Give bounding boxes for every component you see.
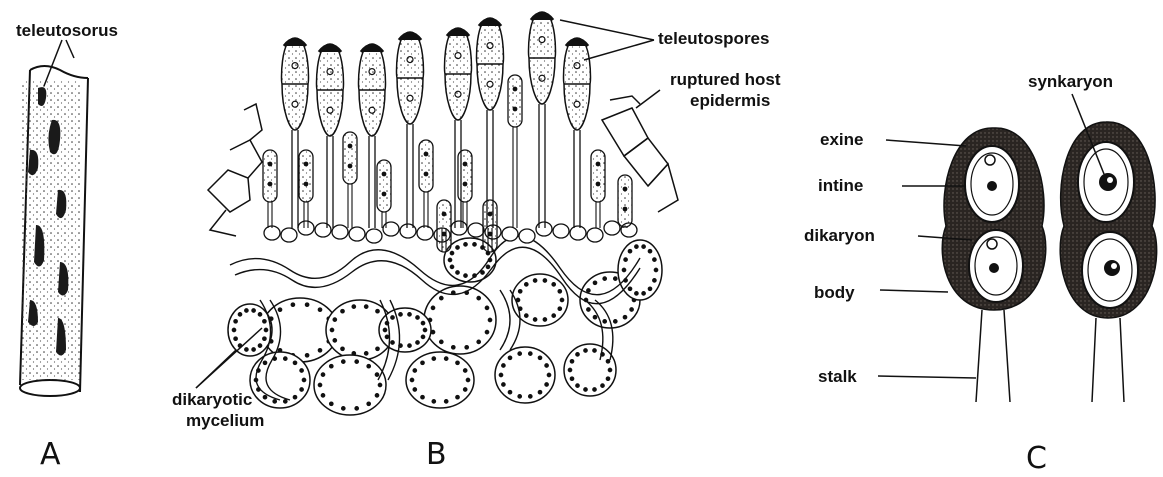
teleutospore-detail-right	[1060, 122, 1156, 402]
teleutospore	[317, 44, 344, 228]
host-cell	[406, 352, 474, 408]
basal-cell	[383, 222, 399, 236]
host-cell	[314, 355, 386, 415]
basal-cell	[366, 229, 382, 243]
young-teleutospore	[458, 150, 472, 228]
basal-cell	[264, 226, 280, 240]
label-dikaryon: dikaryon	[804, 226, 875, 245]
host-cell	[618, 240, 662, 300]
basal-cell	[570, 226, 586, 240]
label-synkaryon: synkaryon	[1028, 72, 1113, 91]
teleutospore-detail-left	[942, 128, 1046, 402]
basal-cell	[502, 227, 518, 241]
teleutospores-cluster	[263, 12, 632, 252]
young-teleutospore	[299, 150, 313, 228]
basal-cell	[519, 229, 535, 243]
label-epidermis: epidermis	[690, 91, 770, 110]
basal-cell	[587, 228, 603, 242]
teleutospore	[529, 12, 556, 228]
host-cell	[564, 344, 616, 396]
young-teleutospore	[618, 175, 632, 228]
basal-cell	[417, 226, 433, 240]
young-teleutospore	[263, 150, 277, 228]
basal-cell	[281, 228, 297, 242]
basal-cell	[349, 227, 365, 241]
host-cell	[424, 286, 496, 354]
label-ruptured-host: ruptured host	[670, 70, 781, 89]
basal-cell	[604, 221, 620, 235]
young-teleutospore	[343, 132, 357, 228]
label-mycelium: mycelium	[186, 411, 264, 430]
teleutospore	[397, 32, 424, 228]
basal-cell	[553, 224, 569, 238]
panel-label-b: B	[426, 437, 447, 472]
young-teleutospore	[591, 150, 605, 228]
label-body: body	[814, 283, 855, 302]
label-teleutosorus: teleutosorus	[16, 21, 118, 40]
young-teleutospore	[508, 75, 522, 228]
basal-cell	[451, 221, 467, 235]
panel-a-stem	[20, 66, 88, 396]
label-dikaryotic: dikaryotic	[172, 390, 252, 409]
young-teleutospore	[377, 160, 391, 228]
host-epidermis-right	[602, 96, 678, 212]
host-cell	[228, 304, 272, 356]
basal-cell	[298, 221, 314, 235]
young-teleutospore	[483, 200, 497, 252]
label-stalk: stalk	[818, 367, 857, 386]
teleutospore	[477, 18, 504, 228]
teleutospore	[564, 38, 591, 228]
panel-label-a: A	[40, 437, 61, 472]
basal-cell	[468, 223, 484, 237]
young-teleutospore	[437, 200, 451, 252]
host-cell	[379, 308, 431, 352]
host-epidermis-left	[208, 104, 262, 236]
basal-cell	[315, 223, 331, 237]
young-teleutospore	[419, 140, 433, 228]
label-teleutospores: teleutospores	[658, 29, 769, 48]
label-intine: intine	[818, 176, 863, 195]
basal-cell	[332, 225, 348, 239]
label-exine: exine	[820, 130, 863, 149]
host-cell	[495, 347, 555, 403]
teleutosorus-pointer	[44, 40, 74, 86]
panel-label-c: C	[1026, 441, 1047, 476]
host-cells	[228, 238, 662, 415]
